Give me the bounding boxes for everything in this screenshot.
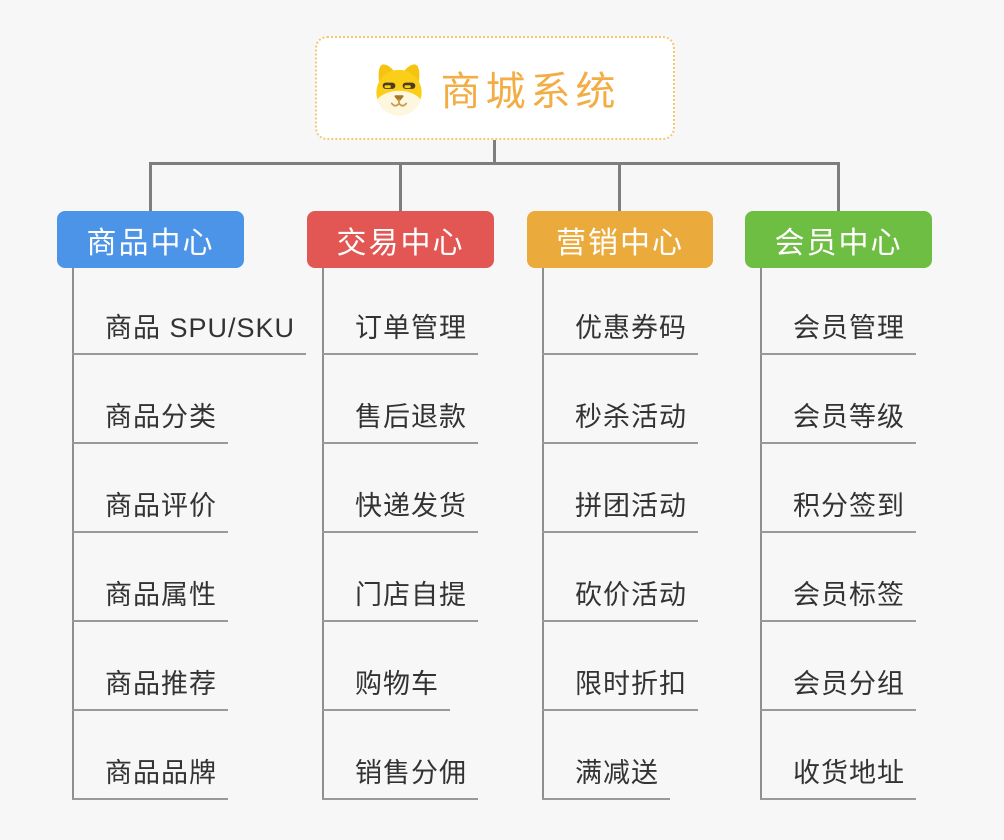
branch-topic-label: 会员中心 — [774, 226, 903, 260]
child-topic[interactable]: 销售分佣 — [322, 754, 478, 800]
child-topic[interactable]: 秒杀活动 — [542, 398, 698, 444]
child-topic[interactable]: 快递发货 — [322, 487, 478, 533]
child-topic[interactable]: 优惠券码 — [542, 309, 698, 355]
branch-topic-label: 营销中心 — [556, 226, 684, 260]
branch-items-marketing: 优惠券码秒杀活动拼团活动砍价活动限时折扣满减送 — [542, 268, 698, 800]
child-topic[interactable]: 拼团活动 — [542, 487, 698, 533]
child-topic[interactable]: 商品推荐 — [72, 665, 228, 711]
child-topic[interactable]: 积分签到 — [760, 487, 916, 533]
child-topic[interactable]: 会员分组 — [760, 665, 916, 711]
child-topic[interactable]: 商品评价 — [72, 487, 228, 533]
connector-bus — [149, 162, 840, 165]
connector-drop-4 — [837, 164, 840, 211]
child-topic[interactable]: 门店自提 — [322, 576, 478, 622]
connector-root-trunk — [493, 139, 496, 163]
branch-topic-label: 交易中心 — [336, 226, 465, 260]
child-topic[interactable]: 会员等级 — [760, 398, 916, 444]
child-topic[interactable]: 会员标签 — [760, 576, 916, 622]
child-topic[interactable]: 满减送 — [542, 754, 670, 800]
child-topic[interactable]: 购物车 — [322, 665, 450, 711]
child-topic[interactable]: 订单管理 — [322, 309, 478, 355]
child-topic[interactable]: 限时折扣 — [542, 665, 698, 711]
branch-items-products: 商品 SPU/SKU 商品分类商品评价商品属性商品推荐商品品牌 — [72, 268, 307, 800]
branch-topic-trade[interactable]: 交易中心 — [307, 211, 494, 268]
branch-topic-products[interactable]: 商品中心 — [57, 211, 244, 268]
child-topic[interactable]: 砍价活动 — [542, 576, 698, 622]
branch-items-members: 会员管理会员等级积分签到会员标签会员分组收货地址 — [760, 268, 916, 800]
connector-drop-3 — [618, 164, 621, 211]
root-topic[interactable]: 商城系统 — [315, 36, 675, 140]
child-topic[interactable]: 商品 SPU/SKU — [72, 309, 307, 355]
child-topic[interactable]: 商品品牌 — [72, 754, 228, 800]
child-topic[interactable]: 商品属性 — [72, 576, 228, 622]
root-topic-title: 商城系统 — [440, 70, 621, 114]
branch-items-trade: 订单管理售后退款快递发货门店自提购物车销售分佣 — [322, 268, 478, 800]
branch-topic-label: 商品中心 — [86, 226, 215, 260]
connector-drop-2 — [399, 164, 402, 211]
branch-topic-marketing[interactable]: 营销中心 — [527, 211, 713, 268]
child-topic[interactable]: 收货地址 — [760, 754, 916, 800]
child-topic[interactable]: 会员管理 — [760, 309, 916, 355]
dog-face-icon — [375, 64, 422, 116]
child-topic[interactable]: 商品分类 — [72, 398, 228, 444]
branch-topic-members[interactable]: 会员中心 — [745, 211, 932, 268]
connector-drop-1 — [149, 164, 152, 211]
child-topic[interactable]: 售后退款 — [322, 398, 478, 444]
